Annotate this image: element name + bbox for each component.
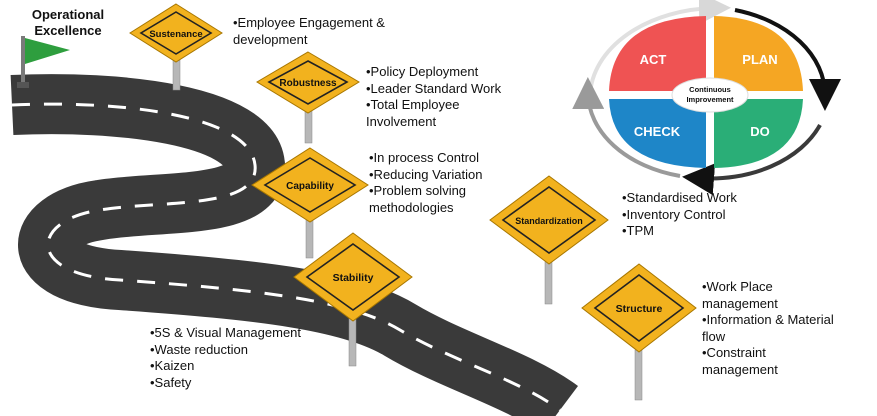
pdca-plan-label: PLAN — [742, 52, 777, 67]
pdca-center — [671, 77, 749, 113]
sign-label-stability: Stability — [333, 272, 374, 284]
pdca-do-label: DO — [750, 124, 770, 139]
sign-structure — [581, 263, 697, 401]
sign-label-standardization: Standardization — [515, 216, 583, 226]
bullet-line: •Total Employee — [366, 97, 460, 112]
sign-standardization — [489, 175, 609, 305]
sign-stability — [293, 232, 413, 367]
sign-robustness — [256, 51, 360, 144]
bullets-sustenance: •Employee Engagement &development — [233, 15, 385, 48]
bullet-line: •Problem solving — [369, 183, 467, 198]
sign-label-robustness: Robustness — [279, 78, 337, 89]
sign-sustenance — [129, 3, 223, 91]
bullet-line: flow — [702, 328, 726, 344]
bullet-line: •Waste reduction — [150, 341, 249, 357]
bullet-line: •Policy Deployment — [366, 64, 479, 79]
bullet-line: •In process Control — [369, 150, 480, 165]
pdca-center-line2: Improvement — [686, 95, 734, 104]
pdca-do — [714, 99, 803, 168]
diagram-title: Operational Excellence — [31, 7, 105, 38]
pdca-act — [609, 16, 706, 91]
bullets-capability: •In process Control•Reducing Variation•P… — [369, 150, 482, 216]
bullet-line: •Standardised Work — [622, 190, 737, 205]
winding-road — [10, 74, 578, 416]
bullet-line: •Constraint — [702, 345, 766, 360]
cycle-arrow-act-plan — [588, 0, 731, 96]
pdca-plan — [714, 16, 803, 91]
bullet-line: •Employee Engagement & — [233, 15, 385, 30]
pdca-cycle — [572, 0, 842, 196]
bullet-line: •Reducing Variation — [369, 166, 483, 182]
bullet-line: Involvement — [366, 113, 437, 129]
bullet-line: management — [702, 295, 778, 311]
bullet-line: management — [702, 361, 778, 377]
bullet-line: •TPM — [622, 223, 654, 238]
cycle-arrow-do-check — [682, 124, 822, 196]
bullet-line: •Inventory Control — [622, 206, 726, 222]
bullet-line: •Leader Standard Work — [366, 80, 502, 96]
sign-label-capability: Capability — [286, 181, 334, 192]
bullet-line: methodologies — [369, 199, 454, 215]
bullet-line: development — [233, 31, 308, 47]
bullets-standardization: •Standardised Work•Inventory Control•TPM — [622, 190, 737, 240]
bullet-line: •Work Place — [702, 279, 773, 294]
bullet-line: •Kaizen — [150, 358, 195, 373]
pdca-act-label: ACT — [640, 52, 667, 67]
sign-capability — [251, 147, 369, 259]
bullet-line: •5S & Visual Management — [150, 325, 302, 340]
road-lane-marking — [11, 102, 561, 412]
bullets-robustness: •Policy Deployment•Leader Standard Work•… — [366, 64, 501, 130]
cycle-arrow-check-act — [572, 77, 681, 178]
cycle-arrow-plan-do — [734, 8, 842, 111]
pdca-check-label: CHECK — [634, 124, 681, 139]
sign-label-structure: Structure — [616, 303, 663, 315]
flag-icon — [17, 36, 70, 88]
bullets-stability: •5S & Visual Management•Waste reduction•… — [150, 325, 301, 391]
bullet-line: •Safety — [150, 374, 192, 390]
pdca-check — [609, 99, 706, 168]
bullet-line: •Information & Material — [702, 312, 834, 327]
sign-label-sustenance: Sustenance — [149, 29, 202, 40]
pdca-center-line1: Continuous — [689, 85, 731, 94]
